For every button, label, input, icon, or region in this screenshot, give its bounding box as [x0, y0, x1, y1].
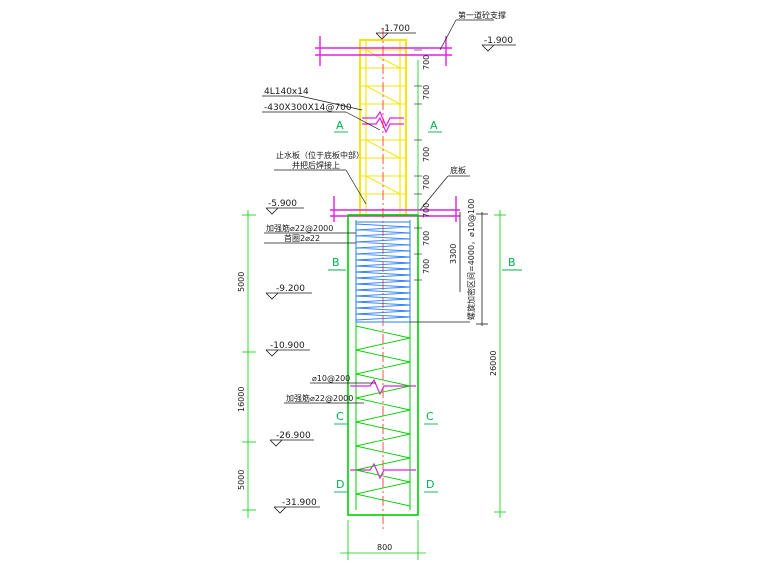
dim-700-4: 700	[422, 175, 431, 190]
normal-spiral	[355, 325, 411, 507]
dim-16000: 16000	[237, 387, 246, 412]
level-5900: -5.900	[268, 199, 297, 209]
dim-700-6: 700	[422, 231, 431, 246]
dim-700-1: 700	[422, 55, 431, 70]
dim-700-5: 700	[422, 203, 431, 218]
annotation-leaders	[262, 19, 494, 404]
dim-5000-bottom: 5000	[237, 470, 246, 490]
section-b-left: B	[332, 256, 340, 269]
annot-angle: 4L140x14	[264, 87, 309, 97]
annot-rebar-1: 加强筋⌀22@2000	[266, 223, 333, 233]
level-26900: -26.900	[276, 431, 311, 441]
level-10900: -10.900	[270, 341, 305, 351]
level-markers	[265, 32, 516, 514]
annot-rebar-2: 首圈2⌀22	[284, 233, 320, 243]
level-31900: -31.900	[282, 498, 317, 508]
dim-700-3: 700	[422, 147, 431, 162]
annot-spiral: ⌀10@200	[312, 374, 350, 383]
annot-floor: 底板	[450, 165, 466, 175]
section-c-left: C	[336, 410, 344, 423]
section-a-right: A	[430, 119, 438, 132]
level-1700: -1.700	[381, 24, 410, 34]
dim-700-2: 700	[422, 85, 431, 100]
section-b-right: B	[508, 256, 516, 269]
section-d-right: D	[426, 478, 434, 491]
dense-spiral-zone	[355, 221, 411, 323]
annot-stopper-1: 止水板（位于底板中部）	[276, 150, 364, 160]
dimension-lines	[242, 60, 506, 560]
dim-26000: 26000	[489, 351, 498, 376]
annot-dense-zone: 螺旋加密区间=4000，⌀10@100	[466, 199, 476, 320]
section-d-left: D	[336, 478, 344, 491]
support-beam-lines	[315, 36, 460, 222]
dense-zone-dim	[459, 212, 488, 326]
dim-5000-top: 5000	[237, 272, 246, 292]
annot-support: 第一道砼支撑	[458, 10, 506, 20]
annot-plate: -430X300X14@700	[264, 103, 352, 113]
level-9200: -9.200	[276, 284, 305, 294]
dim-800: 800	[377, 543, 392, 552]
section-c-right: C	[426, 410, 434, 423]
level-1900: -1.900	[484, 36, 513, 46]
dim-ticks-700	[414, 49, 422, 281]
annot-stopper-2: 并把后焊接上	[292, 160, 340, 170]
dim-700-7: 700	[422, 259, 431, 274]
section-mark-lines	[328, 131, 522, 493]
section-a-left: A	[336, 119, 344, 132]
annot-rebar-3: 加强筋⌀22@2000	[286, 393, 353, 403]
dim-3300: 3300	[449, 244, 458, 264]
